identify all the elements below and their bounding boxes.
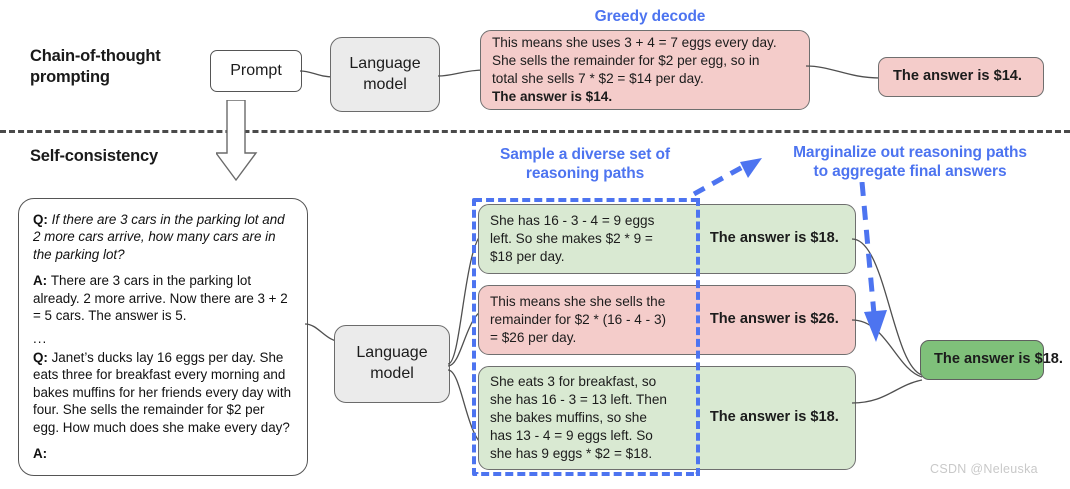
prompt-a2-tag: A:: [33, 446, 48, 462]
cot-output-line-1: This means she uses 3 + 4 = 7 eggs every…: [492, 34, 777, 50]
prompt-q1-tag: Q:: [33, 212, 48, 227]
prompt-question-2: Q: Janet’s ducks lay 16 eggs per day. Sh…: [33, 349, 293, 436]
prompt-answer-2: A:: [33, 445, 293, 462]
reasoning-path-3-line-2: she has 16 - 3 = 13 left. Then: [490, 391, 667, 407]
cot-connector-output-to-answer: [806, 65, 881, 79]
self-consistency-heading: Self-consistency: [30, 147, 158, 165]
prompt-q2-text: Janet’s ducks lay 16 eggs per day. She e…: [33, 349, 292, 435]
aggregated-final-answer-box: The answer is $18.: [920, 340, 1063, 380]
reasoning-path-1-line-3: $18 per day.: [490, 249, 565, 265]
reasoning-path-2: This means she she sells the remainder f…: [478, 285, 856, 355]
cot-prompt-node[interactable]: Prompt: [210, 50, 302, 92]
reasoning-path-1-answer: The answer is $18.: [696, 205, 855, 273]
chain-of-thought-heading-line1: Chain-of-thought: [30, 47, 161, 65]
chain-of-thought-heading: Chain-of-thought prompting: [30, 46, 210, 87]
sc-language-model-line2: model: [370, 365, 414, 382]
reasoning-path-3-answer-label: The answer is $18.: [709, 409, 839, 426]
reasoning-path-1-text: She has 16 - 3 - 4 = 9 eggs left. So she…: [479, 205, 696, 273]
reasoning-path-2-line-1: This means she she sells the: [490, 293, 666, 309]
reasoning-path-3-line-3: she bakes muffins, so she: [490, 409, 647, 425]
chain-of-thought-heading-line2: prompting: [30, 67, 110, 86]
marginalize-label-line1: Marginalize out reasoning paths: [793, 144, 1027, 161]
cot-language-model-line2: model: [363, 75, 407, 93]
reasoning-path-1-line-1: She has 16 - 3 - 4 = 9 eggs: [490, 212, 655, 228]
cot-language-model-line1: Language: [349, 54, 421, 72]
sample-paths-label-line1: Sample a diverse set of: [499, 146, 670, 163]
reasoning-path-1-answer-label: The answer is $18.: [709, 230, 839, 247]
reasoning-path-2-answer: The answer is $26.: [696, 286, 855, 354]
reasoning-path-2-line-2: remainder for $2 * (16 - 4 - 3): [490, 311, 667, 327]
greedy-decode-label: Greedy decode: [594, 8, 706, 25]
prompt-question-1: Q: If there are 3 cars in the parking lo…: [33, 211, 293, 263]
sample-paths-label-line2: reasoning paths: [525, 164, 645, 182]
reasoning-path-1: She has 16 - 3 - 4 = 9 eggs left. So she…: [478, 204, 856, 274]
watermark: CSDN @Neleuska: [930, 462, 1038, 476]
prompt-a1-tag: A:: [33, 273, 48, 289]
reasoning-path-3-line-4: has 13 - 4 = 9 eggs left. So: [490, 428, 653, 444]
cot-output-line-3: total she sells 7 * $2 = $14 per day.: [492, 71, 704, 86]
cot-prompt-node-label: Prompt: [230, 61, 282, 79]
marginalize-label: Marginalize out reasoning paths to aggre…: [760, 144, 1060, 182]
self-consistency-prompt-box[interactable]: Q: If there are 3 cars in the parking lo…: [18, 198, 308, 476]
reasoning-path-3-answer: The answer is $18.: [696, 367, 855, 469]
sample-paths-label: Sample a diverse set of reasoning paths: [470, 146, 700, 184]
cot-connector-model-to-output: [438, 69, 485, 77]
sc-connector-answers-to-final: [852, 238, 923, 404]
downward-block-arrow-icon: [216, 100, 258, 182]
prompt-a1-text: There are 3 cars in the parking lot alre…: [33, 273, 288, 324]
blue-dashed-arrow-up-icon: [692, 158, 762, 197]
cot-final-answer-label: The answer is $14.: [893, 68, 1022, 85]
blue-dashed-arrow-down-icon: [859, 182, 887, 342]
prompt-q1-text: If there are 3 cars in the parking lot a…: [33, 212, 285, 262]
cot-language-model-node[interactable]: Language model: [330, 37, 440, 112]
prompt-answer-1: A: There are 3 cars in the parking lot a…: [33, 272, 293, 324]
sc-language-model-line1: Language: [356, 344, 428, 362]
aggregated-final-answer-label: The answer is $18.: [934, 351, 1063, 368]
cot-output-box: This means she uses 3 + 4 = 7 eggs every…: [480, 30, 810, 110]
section-divider: [0, 130, 1070, 133]
reasoning-path-3-text: She eats 3 for breakfast, so she has 16 …: [479, 367, 696, 469]
reasoning-path-3: She eats 3 for breakfast, so she has 16 …: [478, 366, 856, 470]
reasoning-path-3-line-5: she has 9 eggs * $2 = $18.: [490, 446, 653, 462]
sc-language-model-node[interactable]: Language model: [334, 325, 450, 403]
cot-output-line-2: She sells the remainder for $2 per egg, …: [492, 52, 760, 68]
reasoning-path-2-line-3: = $26 per day.: [490, 330, 577, 346]
reasoning-path-2-text: This means she she sells the remainder f…: [479, 286, 696, 354]
reasoning-path-2-answer-label: The answer is $26.: [709, 311, 839, 328]
cot-output-bold-line: The answer is $14.: [492, 89, 613, 105]
prompt-q2-tag: Q:: [33, 349, 48, 365]
marginalize-label-line2: to aggregate final answers: [813, 162, 1007, 180]
prompt-ellipsis: ...: [33, 330, 48, 346]
reasoning-path-3-line-1: She eats 3 for breakfast, so: [490, 373, 657, 389]
cot-final-answer-box: The answer is $14.: [878, 57, 1044, 97]
reasoning-path-1-line-2: left. So she makes $2 * 9 =: [490, 230, 653, 246]
